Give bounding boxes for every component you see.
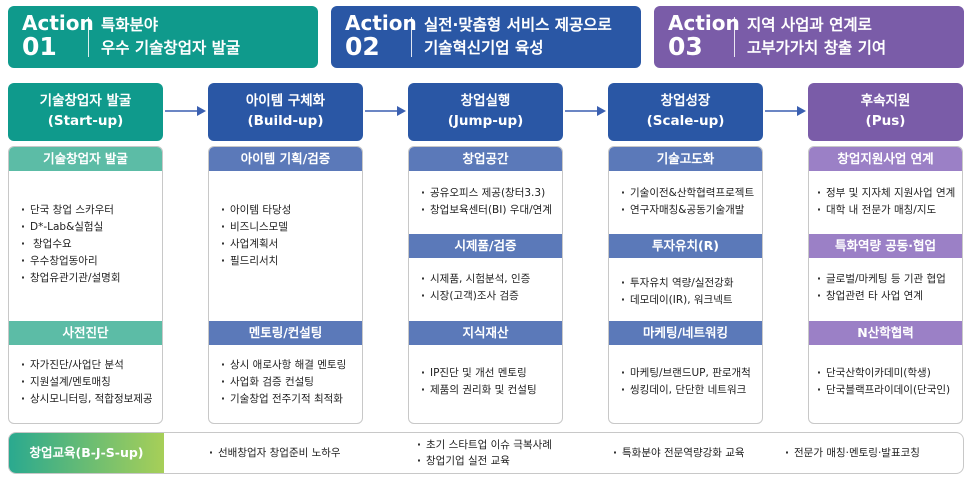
list-item: 상시모니터링, 적합정보제공 <box>21 391 158 408</box>
list-item: 지원설계/멘토매칭 <box>21 374 158 391</box>
action-divider <box>88 17 89 57</box>
list-item: IP진단 및 개선 멘토링 <box>421 365 558 382</box>
list-item: 기술이전&산학협력프로젝트 <box>621 185 758 202</box>
section-list: 마케팅/브랜드UP, 판로개척 씽킹데이, 단단한 네트워크 <box>621 365 758 399</box>
arrow-right-icon <box>565 106 606 116</box>
list-item: 시장(고객)조사 검증 <box>421 288 558 305</box>
list-item: 데모데이(IR), 워크넥트 <box>621 292 758 309</box>
section-list: 자가진단/사업단 분석 지원설계/멘토매칭 상시모니터링, 적합정보제공 <box>21 357 158 408</box>
section-list: 기술이전&산학협력프로젝트 연구자매칭&공동기술개발 <box>621 185 758 219</box>
list-item: 단국 창업 스카우터 <box>21 202 158 219</box>
list-item: 상시 애로사항 해결 멘토링 <box>221 357 358 374</box>
action-divider <box>734 17 735 57</box>
arrow-right-icon <box>365 106 406 116</box>
list-item: 아이템 타당성 <box>221 202 358 219</box>
section-list: 아이템 타당성 비즈니스모델 사업계획서 필드리서치 <box>221 202 358 270</box>
list-item: 기술창업 전주기적 최적화 <box>221 391 358 408</box>
section-header: 사전진단 <box>9 321 162 345</box>
column-scale-up: 기술고도화 기술이전&산학협력프로젝트 연구자매칭&공동기술개발 투자유치(R)… <box>608 146 763 424</box>
education-item: 선배창업자 창업준비 노하우 <box>209 445 341 461</box>
education-label: 창업교육(B-J-S-up) <box>9 433 164 473</box>
section-header: 아이템 기획/검증 <box>209 147 362 171</box>
column-follow-up: 창업지원사업 연계 정부 및 지자체 지원사업 연계 대학 내 전문가 매칭/지… <box>808 146 963 424</box>
list-item: 연구자매칭&공동기술개발 <box>621 202 758 219</box>
action-text: 지역 사업과 연계로 고부가가치 창출 기여 <box>747 15 887 57</box>
stage-jump-up: 창업실행 (Jump-up) <box>408 83 563 141</box>
education-item: 전문가 매칭·멘토링·발표코칭 <box>785 445 920 461</box>
list-item: 씽킹데이, 단단한 네트워크 <box>621 382 758 399</box>
section-list: 정부 및 지자체 지원사업 연계 대학 내 전문가 매칭/지도 <box>817 185 958 219</box>
section-header: 시제품/검증 <box>409 234 562 258</box>
section-list: 상시 애로사항 해결 멘토링 사업화 검증 컨설팅 기술창업 전주기적 최적화 <box>221 357 358 408</box>
list-item: 투자유치 역량/실전강화 <box>621 275 758 292</box>
action-03-banner: Action 03 지역 사업과 연계로 고부가가치 창출 기여 <box>654 6 964 68</box>
section-header: 창업지원사업 연계 <box>809 147 962 171</box>
education-bar: 창업교육(B-J-S-up) 선배창업자 창업준비 노하우 초기 스타트업 이슈… <box>8 432 964 474</box>
column-start-up: 기술창업자 발굴 단국 창업 스카우터 D*-Lab&실험실 창업수요 우수창업… <box>8 146 163 424</box>
list-item: D*-Lab&실험실 <box>21 219 158 236</box>
section-header: 특화역량 공동·협업 <box>809 234 962 258</box>
list-item: 단국산학이카데미(학생) <box>817 365 958 382</box>
list-item: 필드리서치 <box>221 253 358 270</box>
section-list: 단국 창업 스카우터 D*-Lab&실험실 창업수요 우수창업동아리 창업유관기… <box>21 202 158 287</box>
list-item: 제품의 권리화 및 컨설팅 <box>421 382 558 399</box>
action-text: 특화분야 우수 기술창업자 발굴 <box>101 15 241 57</box>
section-list: 글로벌/마케팅 등 기관 협업 창업관련 타 사업 연계 <box>817 271 958 305</box>
education-item: 특화분야 전문역량강화 교육 <box>613 445 745 461</box>
list-item: 공유오피스 제공(창터3.3) <box>421 185 558 202</box>
list-item: 창업수요 <box>21 236 158 253</box>
stage-scale-up: 창업성장 (Scale-up) <box>608 83 763 141</box>
arrow-right-icon <box>765 106 806 116</box>
list-item: 창업보육센터(BI) 우대/연계 <box>421 202 558 219</box>
section-header: 지식재산 <box>409 321 562 345</box>
list-item: 창업유관기관/설명회 <box>21 270 158 287</box>
section-header: N산학협력 <box>809 321 962 345</box>
action-number: Action 02 <box>345 11 417 62</box>
column-jump-up: 창업공간 공유오피스 제공(창터3.3) 창업보육센터(BI) 우대/연계 시제… <box>408 146 563 424</box>
education-item: 초기 스타트업 이슈 극복사례 창업기업 실전 교육 <box>417 437 552 469</box>
list-item: 사업계획서 <box>221 236 358 253</box>
column-build-up: 아이템 기획/검증 아이템 타당성 비즈니스모델 사업계획서 필드리서치 멘토링… <box>208 146 363 424</box>
list-item: 정부 및 지자체 지원사업 연계 <box>817 185 958 202</box>
list-item: 글로벌/마케팅 등 기관 협업 <box>817 271 958 288</box>
action-number: Action 03 <box>668 11 740 62</box>
list-item: 자가진단/사업단 분석 <box>21 357 158 374</box>
section-list: 시제품, 시험분석, 인증 시장(고객)조사 검증 <box>421 271 558 305</box>
action-divider <box>411 17 412 57</box>
stage-start-up: 기술창업자 발굴 (Start-up) <box>8 83 163 141</box>
list-item: 시제품, 시험분석, 인증 <box>421 271 558 288</box>
section-list: 투자유치 역량/실전강화 데모데이(IR), 워크넥트 <box>621 275 758 309</box>
stage-follow-up: 후속지원 (Pus) <box>808 83 963 141</box>
list-item: 비즈니스모델 <box>221 219 358 236</box>
action-text: 실전·맞춤형 서비스 제공으로 기술혁신기업 육성 <box>424 15 612 57</box>
arrow-right-icon <box>165 106 206 116</box>
list-item: 마케팅/브랜드UP, 판로개척 <box>621 365 758 382</box>
action-number: Action 01 <box>22 11 94 62</box>
list-item: 우수창업동아리 <box>21 253 158 270</box>
action-02-banner: Action 02 실전·맞춤형 서비스 제공으로 기술혁신기업 육성 <box>331 6 641 68</box>
stage-build-up: 아이템 구체화 (Build-up) <box>208 83 363 141</box>
list-item: 창업관련 타 사업 연계 <box>817 288 958 305</box>
list-item: 사업화 검증 컨설팅 <box>221 374 358 391</box>
section-header: 창업공간 <box>409 147 562 171</box>
section-header: 투자유치(R) <box>609 234 762 258</box>
list-item: 단국블랙프라이데이(단국인) <box>817 382 958 399</box>
section-header: 마케팅/네트워킹 <box>609 321 762 345</box>
section-header: 기술고도화 <box>609 147 762 171</box>
section-list: 공유오피스 제공(창터3.3) 창업보육센터(BI) 우대/연계 <box>421 185 558 219</box>
section-list: IP진단 및 개선 멘토링 제품의 권리화 및 컨설팅 <box>421 365 558 399</box>
section-header: 기술창업자 발굴 <box>9 147 162 171</box>
list-item: 대학 내 전문가 매칭/지도 <box>817 202 958 219</box>
section-list: 단국산학이카데미(학생) 단국블랙프라이데이(단국인) <box>817 365 958 399</box>
section-header: 멘토링/컨설팅 <box>209 321 362 345</box>
action-01-banner: Action 01 특화분야 우수 기술창업자 발굴 <box>8 6 318 68</box>
